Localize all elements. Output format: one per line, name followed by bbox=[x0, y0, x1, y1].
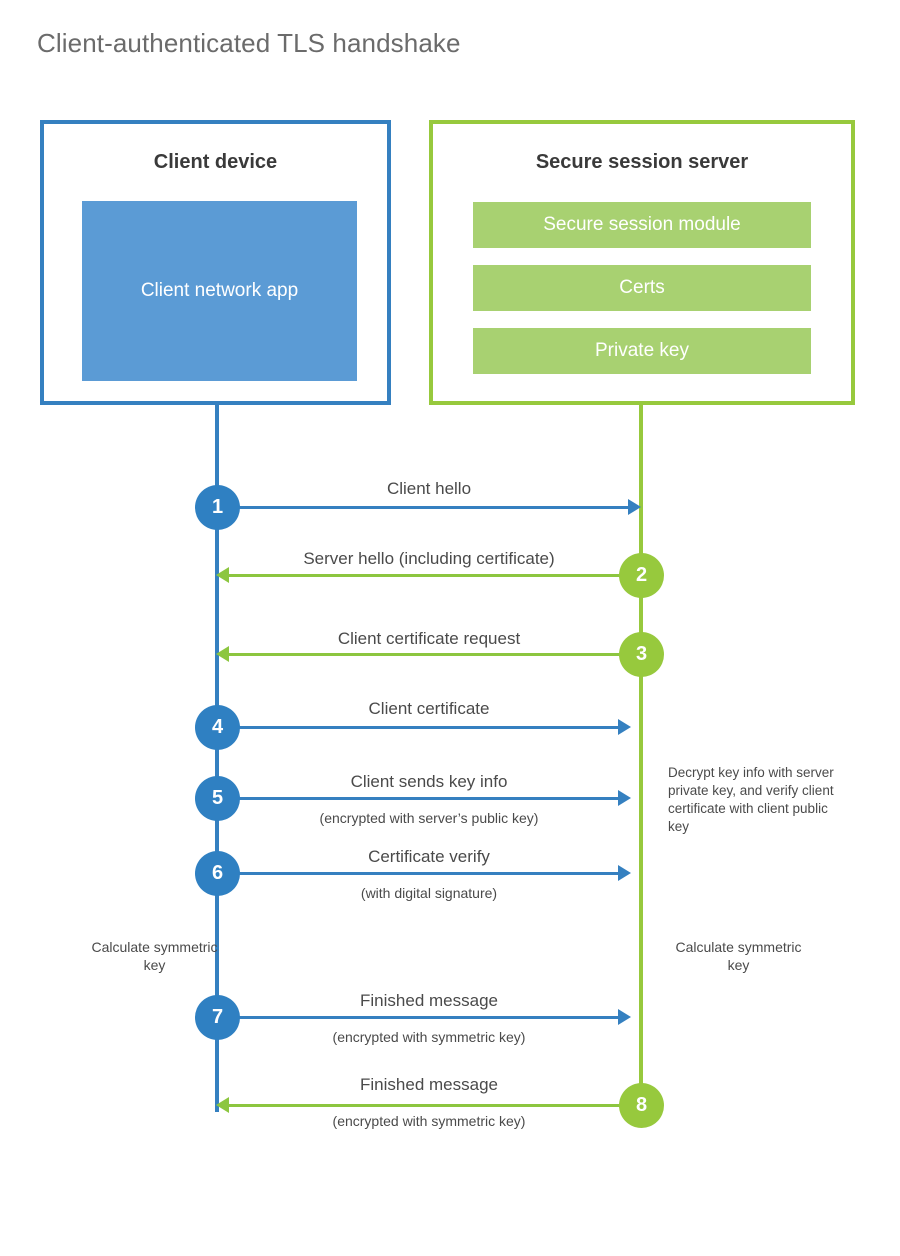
step-8-sublabel: (encrypted with symmetric key) bbox=[332, 1113, 526, 1129]
step-3-arrow-head bbox=[216, 646, 229, 662]
step-7-arrow-line bbox=[217, 1016, 620, 1019]
step-3-label: Client certificate request bbox=[337, 629, 521, 648]
step-2-arrow-head bbox=[216, 567, 229, 583]
step-5-sublabel: (encrypted with server’s public key) bbox=[319, 810, 539, 826]
step-2-label: Server hello (including certificate) bbox=[303, 549, 555, 568]
step-1-badge[interactable]: 1 bbox=[195, 485, 240, 530]
secure-session-server-box: Secure session server Secure session mod… bbox=[429, 120, 855, 405]
server-calculate-symmetric-key-note: Calculate symmetric key bbox=[675, 939, 802, 973]
step-8-label: Finished message bbox=[360, 1075, 498, 1094]
step-7-sublabel: (encrypted with symmetric key) bbox=[332, 1029, 526, 1045]
step-7-arrow-head bbox=[618, 1009, 631, 1025]
step-3-badge[interactable]: 3 bbox=[619, 632, 664, 677]
server-component-secure-session-module: Secure session module bbox=[473, 202, 811, 248]
step-8-badge[interactable]: 8 bbox=[619, 1083, 664, 1128]
server-component-private-key: Private key bbox=[473, 328, 811, 374]
step-4-badge[interactable]: 4 bbox=[195, 705, 240, 750]
step-1-arrow-head bbox=[628, 499, 641, 515]
server-lifeline bbox=[639, 404, 643, 1106]
server-component-certs: Certs bbox=[473, 265, 811, 311]
step-6-label: Certificate verify bbox=[368, 847, 490, 866]
step-6-badge[interactable]: 6 bbox=[195, 851, 240, 896]
step-3-arrow-line bbox=[228, 653, 641, 656]
step-1-label: Client hello bbox=[386, 479, 472, 498]
server-decrypt-note: Decrypt key info with server private key… bbox=[668, 765, 834, 834]
client-lifeline bbox=[215, 404, 219, 1112]
step-2-badge[interactable]: 2 bbox=[619, 553, 664, 598]
step-6-sublabel: (with digital signature) bbox=[360, 885, 498, 901]
step-4-arrow-head bbox=[618, 719, 631, 735]
step-6-arrow-line bbox=[217, 872, 620, 875]
secure-session-server-title: Secure session server bbox=[535, 151, 749, 173]
step-5-label: Client sends key info bbox=[350, 772, 508, 791]
step-4-arrow-line bbox=[217, 726, 620, 729]
client-calculate-symmetric-key-note: Calculate symmetric key bbox=[91, 939, 218, 973]
client-network-app-block: Client network app bbox=[82, 201, 357, 381]
client-device-box: Client device Client network app bbox=[40, 120, 391, 405]
step-8-arrow-head bbox=[216, 1097, 229, 1113]
client-device-title: Client device bbox=[153, 151, 278, 173]
step-4-label: Client certificate bbox=[368, 699, 490, 718]
step-5-badge[interactable]: 5 bbox=[195, 776, 240, 821]
step-6-arrow-head bbox=[618, 865, 631, 881]
step-8-arrow-line bbox=[228, 1104, 641, 1107]
step-5-arrow-line bbox=[217, 797, 620, 800]
step-2-arrow-line bbox=[228, 574, 641, 577]
step-1-arrow-line bbox=[217, 506, 630, 509]
step-5-arrow-head bbox=[618, 790, 631, 806]
step-7-badge[interactable]: 7 bbox=[195, 995, 240, 1040]
page-title: Client-authenticated TLS handshake bbox=[37, 28, 461, 58]
step-7-label: Finished message bbox=[360, 991, 498, 1010]
